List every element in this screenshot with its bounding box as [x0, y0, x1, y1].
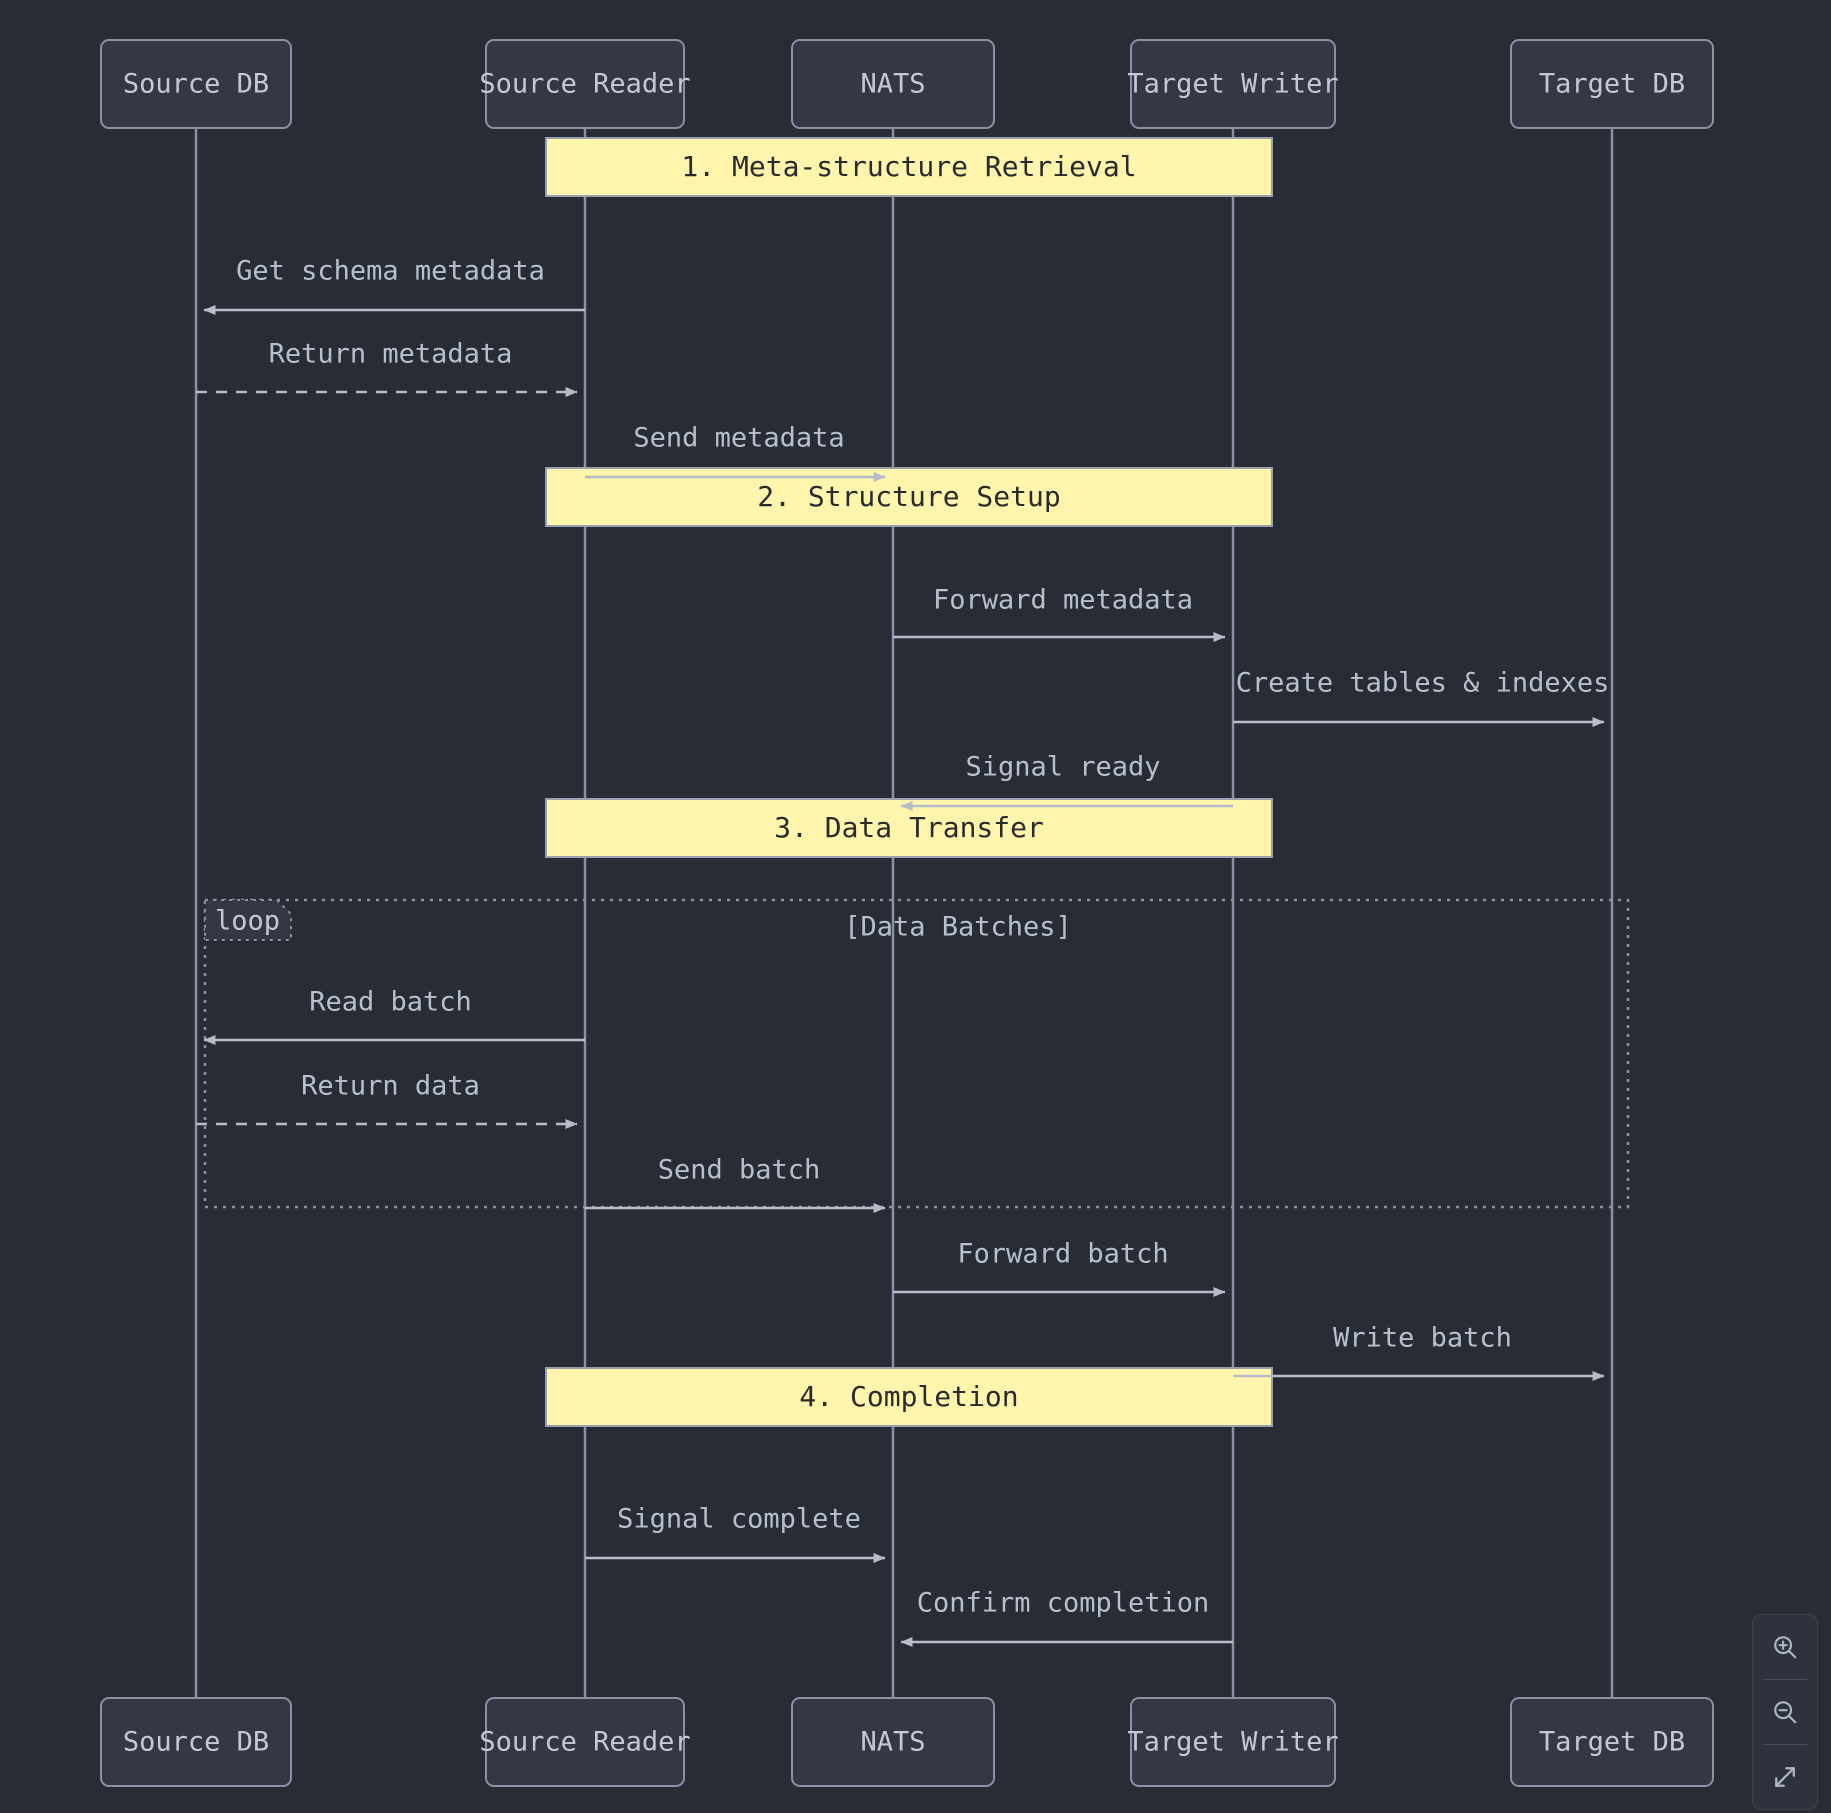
message-m2: Return metadata [196, 339, 578, 397]
actor-nats-bottom[interactable]: NATS [791, 1697, 995, 1787]
zoom-out-icon[interactable] [1753, 1680, 1817, 1744]
section-label: 1. Meta-structure Retrieval [681, 150, 1136, 183]
message-m9: Send batch [585, 1155, 886, 1213]
zoom-controls-panel[interactable] [1752, 1614, 1818, 1810]
message-label: Write batch [1333, 1323, 1512, 1354]
divider [1763, 1744, 1807, 1745]
actor-source_reader-bottom[interactable]: Source Reader [479, 1697, 691, 1787]
zoom-in-icon[interactable] [1753, 1615, 1817, 1679]
section-label: 3. Data Transfer [774, 811, 1044, 844]
message-label: Send batch [658, 1155, 821, 1186]
actor-label: Source Reader [479, 69, 690, 100]
actor-target_db-bottom[interactable]: Target DB [1510, 1697, 1714, 1787]
actor-label: Target DB [1539, 1727, 1685, 1758]
message-label: Return metadata [269, 339, 513, 370]
message-label: Get schema metadata [236, 256, 545, 287]
loop-frame: loop [Data Batches] [203, 898, 1630, 1209]
loop-group: loop [Data Batches] [203, 898, 1630, 1209]
message-m12: Signal complete [585, 1504, 886, 1563]
message-label: Forward metadata [933, 585, 1193, 616]
loop-condition-label: [Data Batches] [844, 912, 1072, 943]
section-band-s4: 4. Completion [545, 1367, 1273, 1427]
actor-label: Source DB [123, 69, 269, 100]
message-m8: Return data [196, 1071, 578, 1129]
message-m5: Create tables & indexes [1233, 668, 1610, 727]
message-m10: Forward batch [893, 1239, 1226, 1297]
message-m3: Send metadata [585, 423, 886, 482]
sections-group: 1. Meta-structure Retrieval 2. Structure … [545, 137, 1273, 1427]
message-label: Return data [301, 1071, 480, 1102]
section-label: 4. Completion [799, 1380, 1018, 1413]
divider [1763, 1679, 1807, 1680]
actor-label: Source Reader [479, 1727, 690, 1758]
actor-label: Target Writer [1127, 69, 1338, 100]
message-m13: Confirm completion [900, 1588, 1233, 1647]
actor-source_db-bottom[interactable]: Source DB [100, 1697, 292, 1787]
message-m6: Signal ready [900, 752, 1233, 811]
section-band-s1: 1. Meta-structure Retrieval [545, 137, 1273, 197]
message-label: Signal complete [617, 1504, 861, 1535]
actor-source_db-top[interactable]: Source DB [100, 39, 292, 129]
actor-label: Target Writer [1127, 1727, 1338, 1758]
actor-label: Target DB [1539, 69, 1685, 100]
lifelines-group [194, 128, 1614, 1698]
actor-source_reader-top[interactable]: Source Reader [479, 39, 691, 129]
actors-bottom-group[interactable]: Source DB Source Reader NATS Target Writer T… [100, 1697, 1714, 1787]
actor-label: Source DB [123, 1727, 269, 1758]
section-band-s3: 3. Data Transfer [545, 798, 1273, 858]
message-m7: Read batch [203, 987, 585, 1045]
actor-label: NATS [860, 1727, 925, 1758]
actor-label: NATS [860, 69, 925, 100]
loop-keyword-label: loop [215, 906, 280, 937]
message-label: Send metadata [633, 423, 844, 454]
message-label: Read batch [309, 987, 472, 1018]
fullscreen-expand-icon[interactable] [1753, 1745, 1817, 1809]
actor-nats-top[interactable]: NATS [791, 39, 995, 129]
message-label: Signal ready [965, 752, 1160, 783]
actor-target_writer-top[interactable]: Target Writer [1127, 39, 1339, 129]
message-label: Create tables & indexes [1236, 668, 1610, 699]
message-m1: Get schema metadata [203, 256, 585, 315]
section-label: 2. Structure Setup [757, 480, 1060, 513]
section-band-s2: 2. Structure Setup [545, 467, 1273, 527]
message-label: Confirm completion [917, 1588, 1210, 1619]
message-label: Forward batch [957, 1239, 1168, 1270]
message-m4: Forward metadata [893, 585, 1226, 642]
actor-target_db-top[interactable]: Target DB [1510, 39, 1714, 129]
actors-top-group[interactable]: Source DB Source Reader NATS Target Writer T… [100, 39, 1714, 129]
actor-target_writer-bottom[interactable]: Target Writer [1127, 1697, 1339, 1787]
message-m11: Write batch [1233, 1323, 1605, 1381]
